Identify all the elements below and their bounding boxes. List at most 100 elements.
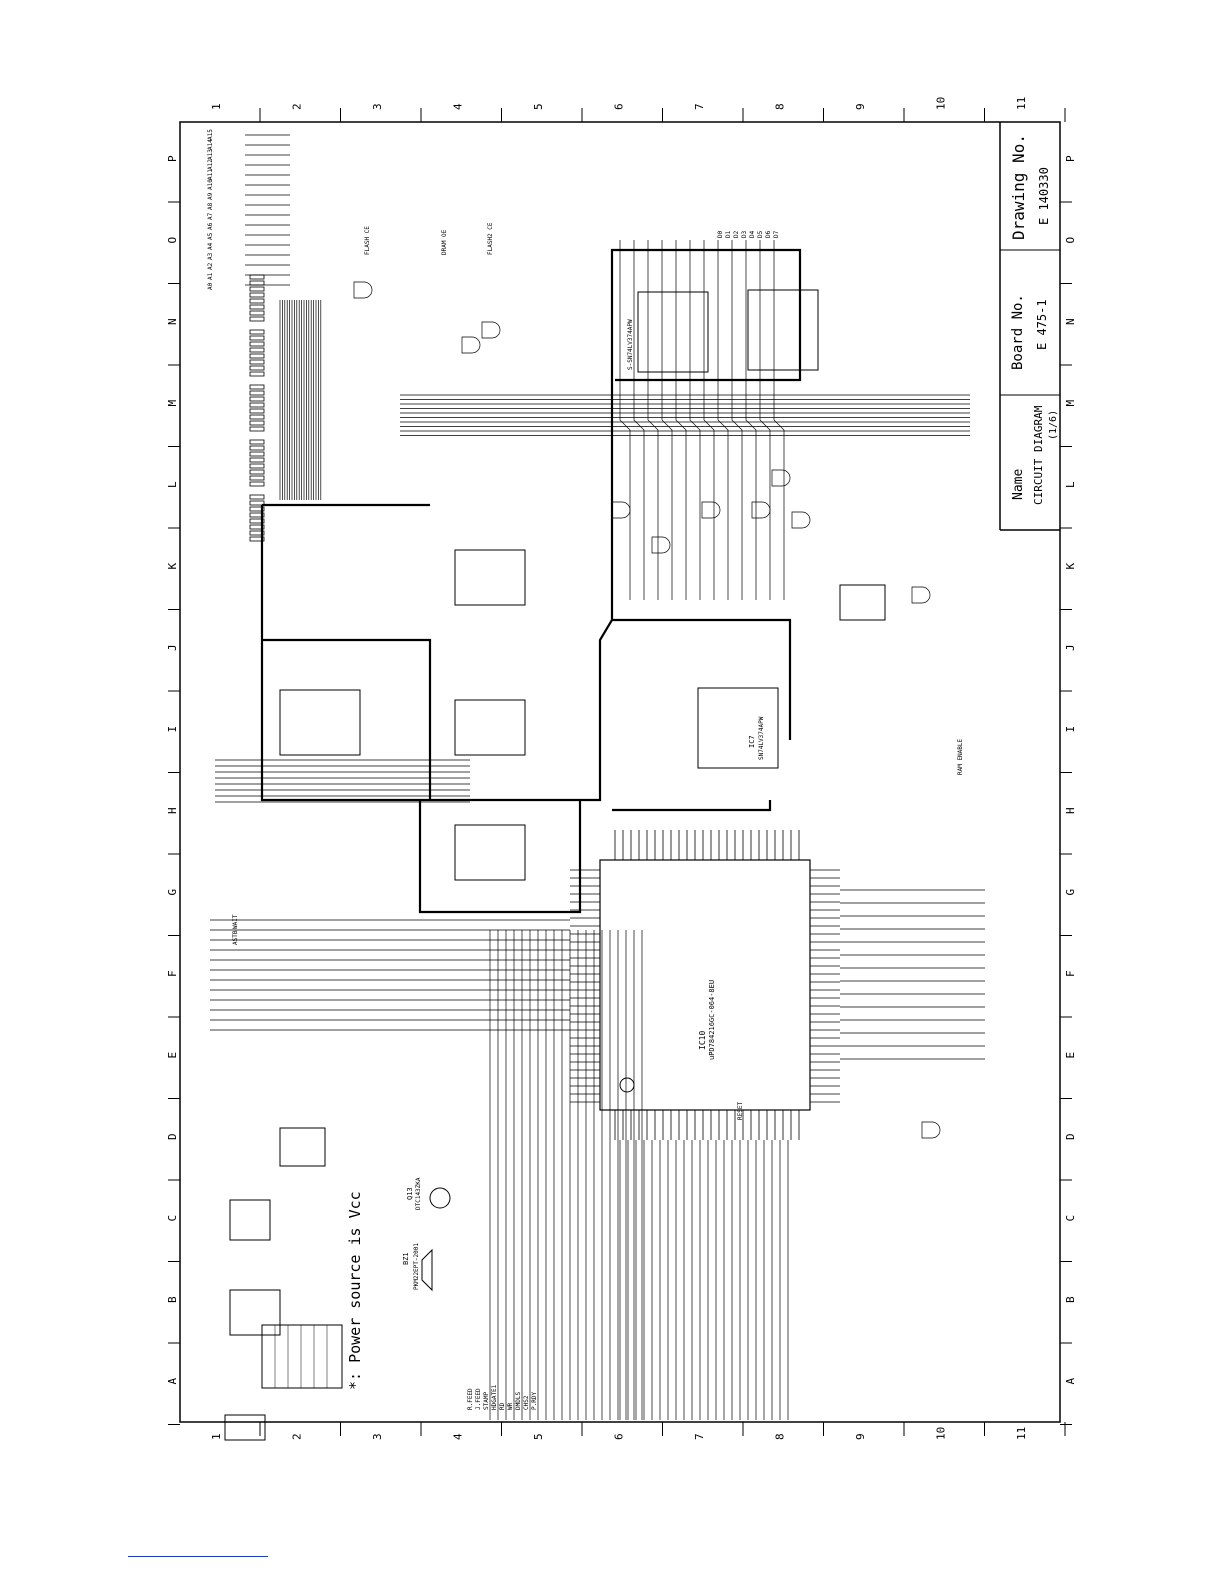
transistor-q13: Q13 DTC143ZKA — [406, 1177, 451, 1210]
zone-col-right: H — [1064, 807, 1077, 814]
data-signal-label: D2 — [733, 230, 740, 238]
address-signal-label: A10 — [207, 179, 214, 190]
zone-row-bottom: 9 — [854, 1433, 867, 1440]
cpu-ref: IC10 — [698, 1031, 707, 1050]
board-value: E 475-1 — [1035, 299, 1049, 350]
drawing-value: E 140330 — [1037, 167, 1051, 225]
title-name-value: CIRCUIT DIAGRAM — [1032, 405, 1045, 505]
address-signal-label: A9 — [207, 192, 214, 200]
zone-col-right: D — [1064, 1133, 1077, 1140]
zone-row-top: 10 — [935, 97, 948, 110]
zone-col-left: C — [166, 1215, 179, 1222]
small-ic-d — [279, 1127, 326, 1167]
zone-col-right: J — [1064, 644, 1077, 651]
address-signal-label: A13 — [207, 149, 214, 160]
bottom-signal-label: WR — [507, 1402, 514, 1410]
zone-col-right: L — [1064, 481, 1077, 488]
data-signal-label: D1 — [725, 230, 732, 238]
ram-enable-label: RAM ENABLE — [957, 738, 964, 775]
ic20-block — [747, 289, 819, 371]
decoder-ic27 — [454, 824, 526, 881]
zone-row-top: 11 — [1015, 97, 1028, 110]
address-signal-label: A7 — [207, 212, 214, 220]
signal-wiring — [210, 134, 985, 1420]
zone-row-bottom: 11 — [1015, 1427, 1028, 1440]
ic1-block: S-SN74LV374APW — [627, 291, 709, 373]
zone-col-left: L — [166, 481, 179, 488]
bottom-signal-label: HDGATE1 — [491, 1384, 498, 1410]
ic7-label: IC7 — [748, 735, 756, 748]
zone-row-top: 3 — [371, 103, 384, 110]
flash2-ce-label: FLASH2 CE — [487, 222, 494, 255]
zone-row-bottom: 7 — [693, 1433, 706, 1440]
small-ic-a — [224, 1414, 266, 1441]
zone-col-right: A — [1064, 1378, 1077, 1385]
drawing-label: Drawing No. — [1009, 134, 1028, 240]
title-page: (1/6) — [1048, 410, 1059, 440]
title-name-label: Name — [1011, 469, 1026, 500]
flash-ce-label: FLASH CE — [364, 226, 371, 255]
decoder-ic25 — [454, 549, 526, 606]
zone-col-left: P — [166, 155, 179, 162]
zone-row-top: 6 — [613, 103, 626, 110]
zone-col-right: I — [1064, 726, 1077, 733]
ic7-block: IC7 SN74LV374APW — [697, 687, 779, 769]
zone-col-left: B — [166, 1296, 179, 1303]
zone-row-bottom: 2 — [291, 1433, 304, 1440]
ic30-block — [839, 584, 886, 621]
small-ic-b — [229, 1289, 281, 1336]
zone-row-bottom: 1 — [210, 1433, 223, 1440]
buzzer-bz1: BZ1 PKM22EPT-2001 — [402, 1243, 433, 1292]
decoder-ic28 — [279, 689, 361, 756]
zone-row-top: 4 — [452, 103, 465, 110]
zone-row-bottom: 6 — [613, 1433, 626, 1440]
ra-table-lines — [274, 1325, 328, 1388]
ic1-part: S-SN74LV374APW — [627, 319, 634, 370]
zone-row-bottom: 8 — [774, 1433, 787, 1440]
bottom-signal-label: CHS2 — [523, 1395, 530, 1410]
zone-row-top: 1 — [210, 103, 223, 110]
address-signal-label: A2 — [207, 262, 214, 270]
zone-col-right: G — [1064, 889, 1077, 896]
address-signal-label: A6 — [207, 222, 214, 230]
zone-col-left: H — [166, 807, 179, 814]
bottom-signal-label: STAMP — [483, 1392, 490, 1410]
cpu-ic10: IC10 uPD784216GC-064-8EU — [570, 830, 840, 1140]
address-signal-label: A12 — [207, 159, 214, 170]
bottom-signal-label: P.RDY — [531, 1392, 538, 1410]
data-signal-label: D5 — [757, 230, 764, 238]
zone-col-left: I — [166, 726, 179, 733]
address-signal-label: A1 — [207, 272, 214, 280]
reset-label: RESET — [737, 1102, 744, 1120]
zone-row-bottom: 3 — [371, 1433, 384, 1440]
zone-row-top: 9 — [854, 103, 867, 110]
footer-rule — [128, 1556, 268, 1557]
address-signal-label: A5 — [207, 232, 214, 240]
data-signal-label: D3 — [741, 230, 748, 238]
zone-col-right: B — [1064, 1296, 1077, 1303]
zone-row-top: 8 — [774, 103, 787, 110]
data-signal-label: D4 — [749, 230, 756, 238]
zone-row-bottom: 4 — [452, 1433, 465, 1440]
bottom-signal-label: DMDLS — [515, 1392, 522, 1410]
bottom-signal-label: RD — [499, 1402, 506, 1410]
wait-label: WAIT — [232, 914, 239, 929]
power-source-note: *: Power source is Vcc — [346, 1191, 364, 1390]
zone-col-right: C — [1064, 1215, 1077, 1222]
astb-label: ASTB — [232, 930, 239, 945]
zone-col-left: D — [166, 1133, 179, 1140]
transistor-ref: Q13 — [406, 1187, 414, 1200]
address-signal-label: A0 — [207, 282, 214, 290]
zone-col-right: K — [1064, 563, 1077, 570]
decoder-ic26 — [454, 699, 526, 756]
data-signal-label: D0 — [717, 230, 724, 238]
bottom-signal-label: J.FEED — [475, 1388, 482, 1410]
